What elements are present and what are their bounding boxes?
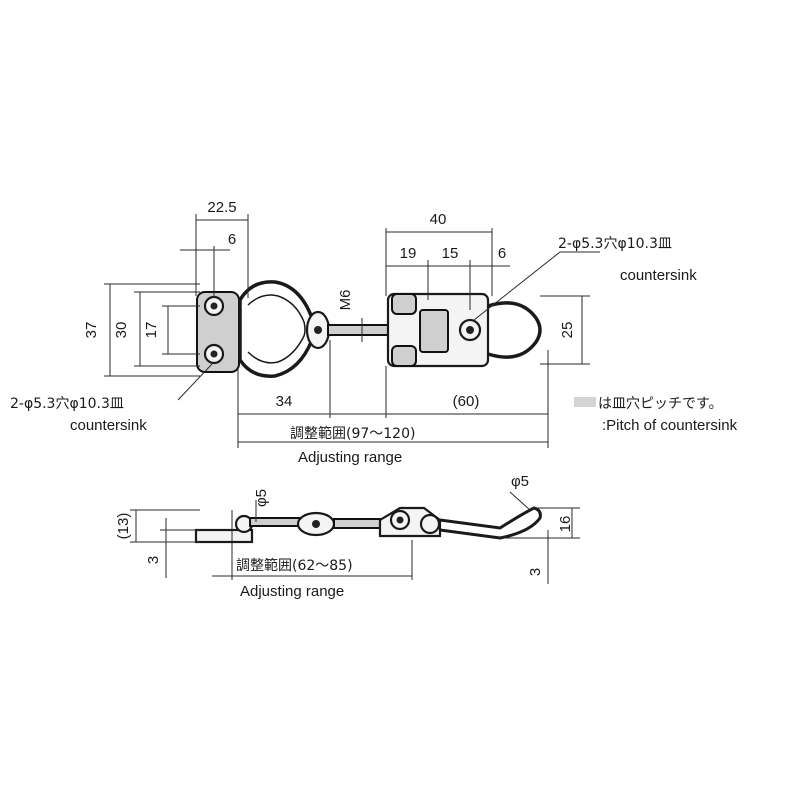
pitch-swatch <box>574 397 596 407</box>
adjust-range-jp-top: 調整範囲(97～120) <box>290 425 415 442</box>
pitch-legend: は皿穴ピッチです。 :Pitch of countersink <box>574 396 738 434</box>
adjust-range-en-top: Adjusting range <box>298 449 402 466</box>
dim-25: 25 <box>559 322 576 339</box>
dim-3-right: 3 <box>527 568 544 576</box>
dim-6-left: 6 <box>228 231 236 248</box>
top-view: 22.5 6 37 30 17 M6 40 19 15 6 25 34 (60)… <box>10 199 697 466</box>
dim-40: 40 <box>430 211 447 228</box>
hook-loop <box>487 301 542 359</box>
dim-34: 34 <box>276 393 293 410</box>
hole-note-left-en: countersink <box>70 417 147 434</box>
adjust-range-jp-side: 調整範囲(62～85) <box>236 557 353 574</box>
dim-13: (13) <box>115 513 132 540</box>
dim-22-5: 22.5 <box>207 199 236 216</box>
dim-30: 30 <box>113 322 130 339</box>
pitch-note-en: :Pitch of countersink <box>602 417 738 434</box>
dim-17: 17 <box>143 322 160 339</box>
hole-note-left: 2-φ5.3穴φ10.3皿 <box>10 396 124 412</box>
adjust-range-en-side: Adjusting range <box>240 583 344 600</box>
side-view: (13) 3 φ5 φ5 16 3 調整範囲(62～85) Adjusting … <box>115 473 580 600</box>
side-hook <box>439 506 542 540</box>
side-rod <box>333 518 381 529</box>
hole-note-right-en: countersink <box>620 267 697 284</box>
dim-m6: M6 <box>337 290 354 311</box>
dim-15: 15 <box>442 245 459 262</box>
side-base-plate <box>194 528 254 544</box>
dim-3-left: 3 <box>145 556 162 564</box>
dim-37: 37 <box>83 322 100 339</box>
side-wire <box>249 517 301 527</box>
threaded-rod <box>327 324 391 336</box>
dim-phi5-left: φ5 <box>253 489 270 507</box>
lever-block <box>419 309 449 353</box>
dim-6-right: 6 <box>498 245 506 262</box>
dim-16: 16 <box>557 516 574 533</box>
dim-60: (60) <box>453 393 480 410</box>
hole-note-right: 2-φ5.3穴φ10.3皿 <box>558 236 672 252</box>
dim-19: 19 <box>400 245 417 262</box>
dim-phi5-right: φ5 <box>511 473 529 490</box>
pitch-note-jp: は皿穴ピッチです。 <box>598 396 723 412</box>
